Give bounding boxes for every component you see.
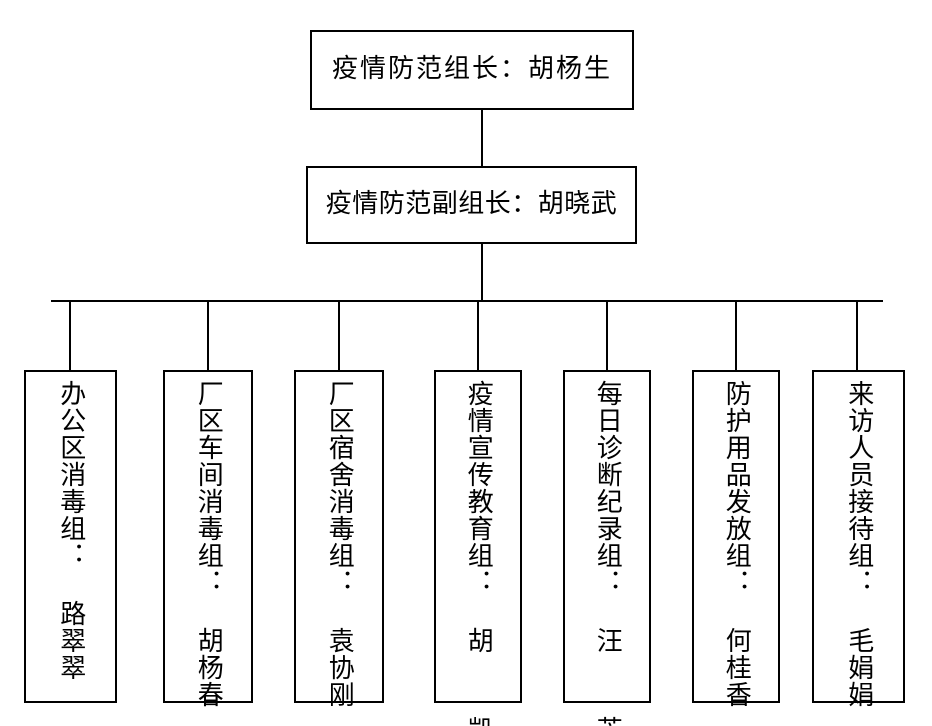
- node-group-workshop-disinfection[interactable]: 厂区车间消毒组： 胡杨春: [163, 370, 253, 708]
- connector-drop-7: [856, 300, 858, 370]
- node-leader-label: 疫情防范组长：胡杨生: [331, 54, 612, 85]
- node-group-visitor-reception[interactable]: 来访人员接待组： 毛娟娟: [812, 370, 905, 708]
- node-group-1-label: 办公区消毒组： 路翠翠: [55, 380, 86, 681]
- node-group-2-label: 厂区车间消毒组： 胡杨春: [193, 380, 224, 708]
- connector-drop-4: [477, 300, 479, 370]
- node-group-office-disinfection[interactable]: 办公区消毒组： 路翠翠: [24, 370, 117, 703]
- node-group-dormitory-disinfection[interactable]: 厂区宿舍消毒组： 袁协刚: [294, 370, 384, 708]
- connector-drop-2: [207, 300, 209, 370]
- connector-drop-6: [735, 300, 737, 370]
- node-deputy-label: 疫情防范副组长：胡晓武: [325, 189, 618, 220]
- node-group-3-label: 厂区宿舍消毒组： 袁协刚: [324, 380, 355, 708]
- node-group-5-label: 每日诊断纪录组： 汪 芳: [592, 380, 623, 726]
- connector-deputy-to-bus: [481, 243, 483, 301]
- node-group-protective-supplies-distribution[interactable]: 防护用品发放组： 何桂香: [692, 370, 780, 708]
- node-epidemic-prevention-leader[interactable]: 疫情防范组长：胡杨生: [310, 30, 634, 110]
- node-group-6-label: 防护用品发放组： 何桂香: [721, 380, 752, 708]
- node-group-4-label: 疫情宣传教育组： 胡 凯: [463, 380, 494, 726]
- node-group-7-label: 来访人员接待组： 毛娟娟: [843, 380, 874, 708]
- connector-drop-5: [606, 300, 608, 370]
- connector-leader-to-deputy: [481, 110, 483, 166]
- connector-drop-1: [69, 300, 71, 370]
- node-group-publicity-education[interactable]: 疫情宣传教育组： 胡 凯: [434, 370, 522, 726]
- node-group-daily-diagnosis-record[interactable]: 每日诊断纪录组： 汪 芳: [563, 370, 651, 726]
- connector-horizontal-bus: [51, 300, 883, 302]
- node-epidemic-prevention-deputy-leader[interactable]: 疫情防范副组长：胡晓武: [306, 166, 637, 244]
- connector-drop-3: [338, 300, 340, 370]
